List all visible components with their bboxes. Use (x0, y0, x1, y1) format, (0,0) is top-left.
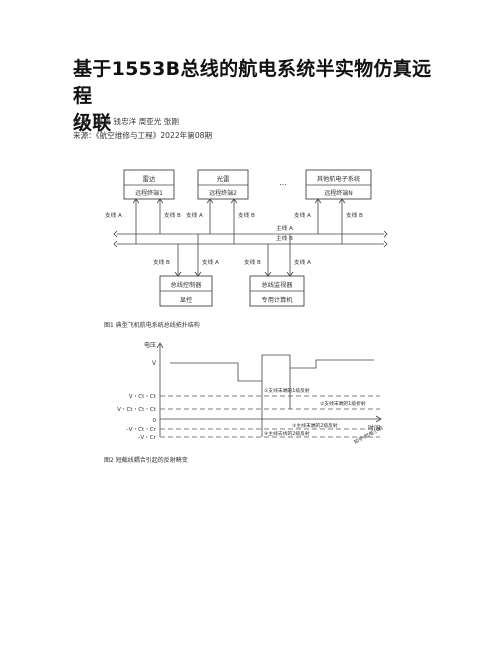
label-branch-a-2: 支线 A (186, 211, 203, 219)
title-line-1: 基于1553B总线的航电系统半实物仿真远程 (73, 58, 432, 107)
level-v-ct-ct: V・Ct・Ct (129, 394, 157, 400)
article-title: 基于1553B总线的航电系统半实物仿真远程 级联 (73, 56, 443, 137)
level-zero: 0 (152, 418, 156, 424)
label-branch-a-bm: 支线 A (294, 258, 311, 266)
label-branch-b-1: 支线 B (164, 211, 181, 219)
label-branch-b-bc: 支线 B (153, 258, 170, 266)
level-v: V (152, 361, 156, 367)
label-main-a: 主线 A (276, 224, 293, 232)
annotation-1: ①支线末端的1级反射 (264, 387, 310, 394)
terminal-1-name: 雷达 (143, 174, 157, 183)
waveform (170, 354, 374, 382)
terminal-2-name: 光雷 (217, 174, 230, 183)
figure-2-caption: 图2 短截线耦合引起的反射畸变 (104, 456, 188, 464)
bus-monitor-sub: 专用计算机 (262, 296, 294, 304)
label-main-b: 主线 B (276, 234, 293, 242)
level-neg-v-ct-cr: –V・Ct・Cr (126, 427, 157, 433)
annotation-4: ④主线去线的2级反射 (264, 430, 310, 437)
article-authors: 作者：惠青 钱忠洋 周亚光 张刚 (73, 117, 179, 126)
label-branch-a-1: 支线 A (105, 211, 122, 219)
figure-2-reflection: 电压 时间 V V・Ct・Ct V・Ct・Ct・Ct 0 –V・Ct・Cr –V… (104, 341, 384, 464)
terminal-box-2: 光雷 远程终端2 (197, 169, 249, 200)
terminal-n-sub: 远程终端N (324, 189, 353, 197)
figure-1-caption: 图1 典型飞机航电系统总线拓扑结构 (104, 321, 200, 329)
bus-controller-sub: 显控 (180, 296, 192, 304)
bus-monitor-name: 总线监视器 (262, 281, 294, 289)
figure-1-bus-topology: 雷达 远程终端1 光雷 远程终端2 … 其他航电子系统 远程终端N 支线 A 支 (104, 169, 388, 329)
label-branch-b-bm: 支线 B (244, 258, 261, 266)
bus-controller-name: 总线控制器 (171, 281, 203, 289)
title-line-2: 级联 (73, 112, 112, 134)
label-branch-a-bc: 支线 A (202, 258, 219, 266)
annotation-2: ②支线末端的1级折射 (320, 400, 366, 407)
terminal-box-n: 其他航电子系统 远程终端N (305, 169, 372, 200)
bus-controller-box: 总线控制器 显控 (159, 275, 213, 307)
label-branch-b-2: 支线 B (238, 211, 255, 219)
bus-monitor-box: 总线监视器 专用计算机 (249, 275, 305, 307)
level-neg-v-cr: –V・Cr (138, 435, 157, 441)
terminals-ellipsis: … (279, 178, 287, 187)
level-v-ct-ct-ct: V・Ct・Ct・Ct (117, 407, 157, 413)
label-branch-a-3: 支线 A (294, 211, 311, 219)
top-stubs (132, 198, 346, 244)
terminal-1-sub: 远程终端1 (135, 189, 163, 197)
x-axis-label: 时间 (368, 424, 380, 432)
y-axis-label: 电压 (144, 341, 156, 349)
article-source: 来源：《航空维修与工程》2022年第08期 (73, 131, 213, 140)
terminal-box-1: 雷达 远程终端1 (123, 169, 175, 200)
annotation-3: ③主线末端的2级反射 (292, 422, 338, 429)
terminal-n-name: 其他航电子系统 (317, 175, 360, 183)
terminal-2-sub: 远程终端2 (209, 189, 237, 197)
label-branch-b-3: 支线 B (346, 211, 363, 219)
